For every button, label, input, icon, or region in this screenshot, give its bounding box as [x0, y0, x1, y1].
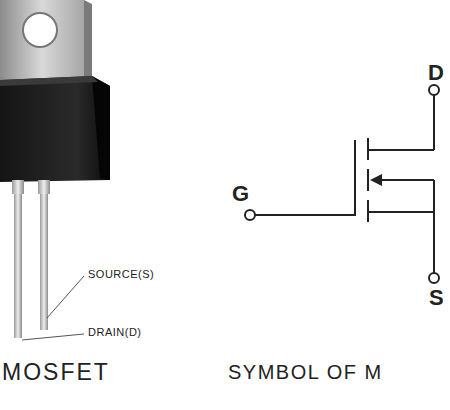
pin-label: SOURCE(S): [88, 269, 154, 280]
caption-text: MOSFET: [2, 361, 110, 384]
pin-name: D: [428, 62, 444, 84]
package-body: [0, 76, 110, 182]
metal-tab: [0, 0, 92, 80]
pin-name: S: [429, 287, 444, 309]
caption-text: SYMBOL OF M: [228, 362, 383, 382]
pins: [12, 180, 50, 338]
leader-lines: [22, 276, 84, 340]
mosfet-symbol: [245, 85, 439, 283]
pin-name: G: [232, 183, 249, 205]
pin-label: DRAIN(D): [88, 327, 142, 338]
